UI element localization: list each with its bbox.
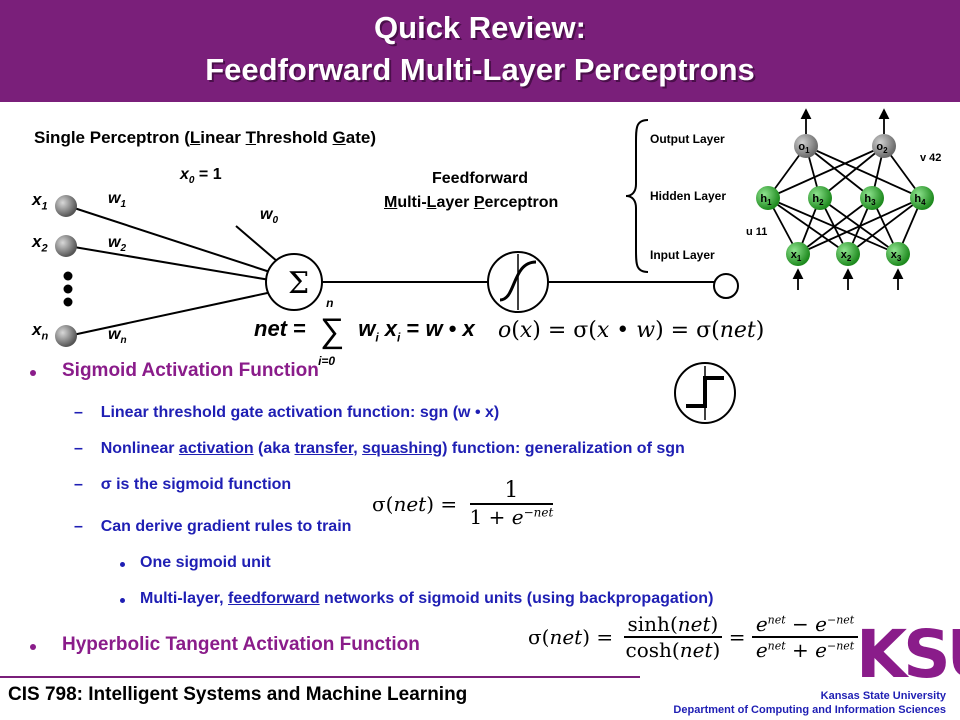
ellipsis-dot: [63, 271, 73, 281]
slide-title-line1: Quick Review:: [374, 10, 586, 45]
edge-bias: [235, 225, 279, 263]
node-label-x2: x2: [841, 249, 852, 263]
hidden-node-h3: [860, 186, 884, 210]
node-label-x3: x3: [891, 249, 902, 263]
slide-title-line2: Feedforward Multi-Layer Perceptrons: [205, 52, 755, 87]
department-name: Department of Computing and Information …: [673, 704, 946, 716]
input-node-x3: [886, 242, 910, 266]
input-node-x1: [786, 242, 810, 266]
tanh-formula: σ(net) = sinh(net) cosh(net) = enet − e−…: [528, 612, 859, 662]
sub-item-gradient: – Can derive gradient rules to train: [74, 518, 352, 535]
mlp-title-line2: Multi-Layer Perceptron: [384, 194, 559, 211]
sigmoid-heading: Sigmoid Activation Function: [62, 360, 319, 381]
perceptron-diagram: [55, 195, 739, 347]
hidden-node-h4: [910, 186, 934, 210]
output-node-o2: [872, 134, 896, 158]
input-label-x2: x2: [32, 232, 48, 255]
hidden-node-h2: [808, 186, 832, 210]
bias-weight-label: w0: [260, 206, 279, 227]
sub-item-sigma: – σ is the sigmoid function: [74, 476, 292, 493]
output-node-o1: [794, 134, 818, 158]
input-node-x1: [55, 195, 77, 217]
sum-symbol: Σ: [288, 266, 310, 301]
sigmoid-curve-icon: [499, 260, 537, 302]
ellipsis-dot: [63, 297, 73, 307]
weight-label-v42: v 42: [920, 152, 942, 164]
input-label-x1: x1: [32, 190, 48, 213]
sub-item-linear: – Linear threshold gate activation funct…: [74, 404, 500, 421]
ksu-logo: KSU: [856, 616, 960, 693]
sigmoid-formula: σ(net) = 1 1 + e−net: [372, 478, 554, 529]
input-node-x2: [836, 242, 860, 266]
bullet-dot: [30, 370, 36, 376]
edge-x2: [67, 245, 271, 281]
node-label-h2: h2: [812, 193, 824, 207]
university-name: Kansas State University: [820, 690, 946, 702]
weight-label-u11: u 11: [746, 226, 768, 238]
ellipsis-dot: [63, 284, 73, 294]
subsub-item-one-unit: One sigmoid unit: [140, 554, 271, 571]
edge-x1: [67, 205, 271, 273]
weight-label-wn: wn: [108, 326, 127, 347]
node-label-o2: o2: [876, 141, 888, 155]
title-bar: Quick Review: Feedforward Multi-Layer Pe…: [0, 0, 960, 102]
brace-icon: [625, 119, 649, 273]
output-node: [713, 273, 739, 299]
layer-label-input: Input Layer: [650, 248, 715, 262]
mlp-network-diagram: o1 o2 h1 h2 h3 h4 x1 x2 x3: [756, 108, 934, 290]
output-formula: o(x) = σ(x • w) = σ(net): [498, 318, 765, 343]
perceptron-caption: Single Perceptron (Linear Threshold Gate…: [34, 128, 376, 147]
input-label-xn: xn: [32, 320, 49, 343]
node-label-h1: h1: [760, 193, 772, 207]
footer-divider: [0, 676, 640, 678]
sub-item-nonlinear: – Nonlinear activation (aka transfer, sq…: [74, 440, 685, 457]
layer-label-output: Output Layer: [650, 132, 725, 146]
bullet-dot: [120, 598, 125, 603]
input-node-xn: [55, 325, 77, 347]
bias-input-label: x0 = 1: [180, 166, 222, 187]
step-function-icon: [674, 362, 736, 424]
bullet-dot: [120, 562, 125, 567]
hidden-node-h1: [756, 186, 780, 210]
node-label-o1: o1: [798, 141, 810, 155]
bullet-dot: [30, 644, 36, 650]
subsub-item-multilayer: Multi-layer, feedforward networks of sig…: [140, 590, 714, 607]
weight-label-w2: w2: [108, 234, 127, 255]
layer-label-hidden: Hidden Layer: [650, 189, 727, 203]
edge-xn: [67, 291, 273, 337]
node-label-x1: x1: [791, 249, 802, 263]
input-node-x2: [55, 235, 77, 257]
mlp-title-line1: Feedforward: [432, 170, 529, 187]
node-label-h3: h3: [864, 193, 876, 207]
course-title: CIS 798: Intelligent Systems and Machine…: [8, 684, 468, 705]
node-label-h4: h4: [914, 193, 926, 207]
tanh-heading: Hyperbolic Tangent Activation Function: [62, 634, 420, 655]
weight-label-w1: w1: [108, 190, 127, 211]
